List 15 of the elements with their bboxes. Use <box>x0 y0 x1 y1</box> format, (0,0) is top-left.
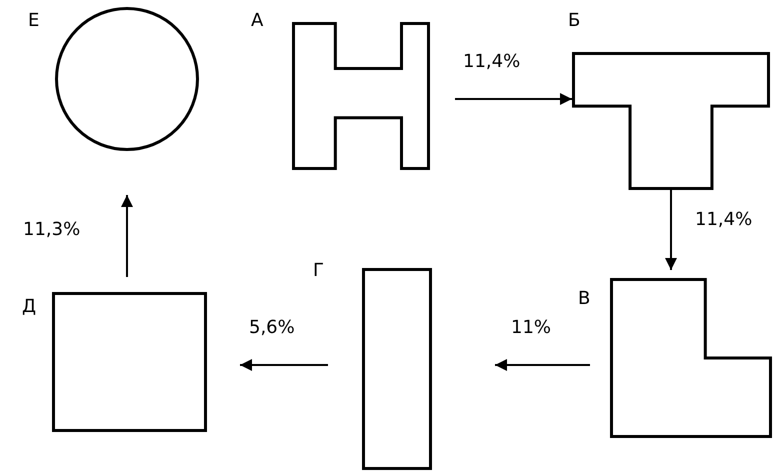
edge-label: 11,4% <box>462 52 522 72</box>
arrow <box>455 93 572 105</box>
shape-letter: В <box>578 290 590 308</box>
edge-label: 11,4% <box>694 210 754 230</box>
shape-letter: А <box>251 12 264 30</box>
arrow <box>121 195 133 277</box>
edge-label: 5,6% <box>248 318 296 338</box>
shape-letter: Д <box>22 298 36 316</box>
shape-letter: Г <box>313 262 324 280</box>
edge-label: 11,3% <box>22 220 82 240</box>
arrow <box>240 359 328 371</box>
arrow <box>495 359 590 371</box>
shape-letter: Б <box>568 12 580 30</box>
arrow <box>665 190 677 270</box>
shape-letter: Е <box>28 12 40 30</box>
